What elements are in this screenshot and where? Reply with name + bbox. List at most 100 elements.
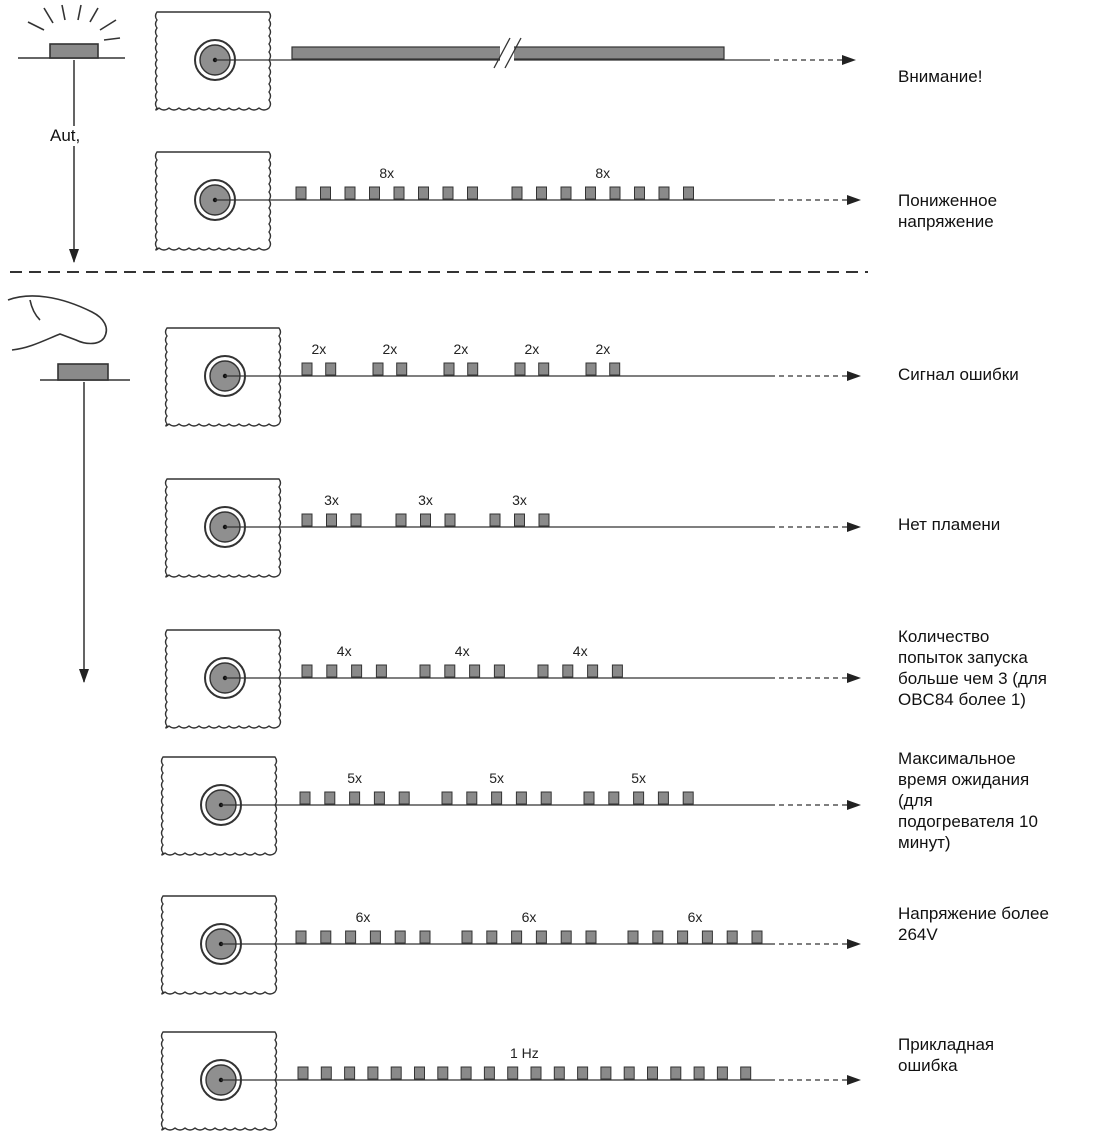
blink-pulse (390, 1066, 402, 1080)
blink-pulse (467, 362, 479, 376)
lamp-rays-icon (18, 4, 125, 59)
blink-pulse (670, 1066, 682, 1080)
blink-pulse (683, 186, 694, 200)
blink-pulse (326, 513, 337, 527)
description-line: Внимание! (898, 67, 983, 86)
blink-pulse (540, 791, 552, 805)
blink-pulse (344, 186, 356, 200)
blink-pulse (740, 1066, 752, 1080)
blink-pulse (658, 186, 670, 200)
code-row (154, 11, 856, 111)
blink-pulse (351, 664, 363, 678)
blink-pulse (583, 791, 595, 805)
blink-pulse (486, 930, 498, 944)
blink-pulse (344, 1066, 356, 1080)
blink-count-label: 2x (382, 341, 397, 357)
blink-pulse (634, 186, 645, 200)
blink-pulse (511, 186, 523, 200)
blink-pulse (623, 1066, 635, 1080)
blink-pulse (349, 791, 361, 805)
blink-count-label: 5x (631, 770, 646, 786)
blink-count-label: 4x (455, 643, 470, 659)
blink-pulse (538, 362, 550, 376)
blink-pulse (443, 362, 455, 376)
blink-pulse (420, 513, 431, 527)
description-line: Нет пламени (898, 515, 1001, 534)
blink-count-label: 5x (347, 770, 362, 786)
blink-pulse (419, 664, 431, 678)
blink-pulse (373, 791, 385, 805)
blink-count-label: 8x (595, 165, 610, 181)
blink-pulse (301, 362, 313, 376)
blink-count-label: 3x (418, 492, 433, 508)
description-line: напряжение (898, 212, 994, 231)
code-row: 5x 5x 5x (160, 756, 861, 856)
blink-pulse (398, 791, 410, 805)
blink-pulse (345, 930, 357, 944)
blink-count-label: 2x (453, 341, 468, 357)
description-line: минут) (898, 833, 951, 852)
break-mark (493, 37, 511, 69)
code-description: Пониженное напряжение (898, 190, 1098, 232)
blink-count-label: 4x (573, 643, 588, 659)
blink-pulse (372, 362, 384, 376)
blink-count-label: 3x (512, 492, 527, 508)
blink-pulse (395, 513, 407, 527)
blink-pulse (693, 1066, 705, 1080)
blink-pulse (535, 930, 547, 944)
blink-count-label: 5x (489, 770, 504, 786)
description-line: (для (898, 791, 933, 810)
blink-pulse (514, 513, 525, 527)
blink-pulse (608, 791, 620, 805)
blink-pulse (726, 930, 738, 944)
blink-pulse (467, 186, 478, 200)
description-line: Максимальное (898, 749, 1016, 768)
blink-pulse (611, 664, 623, 678)
description-line: Сигнал ошибки (898, 365, 1019, 384)
blink-pulse (442, 186, 454, 200)
blink-pulse (537, 664, 549, 678)
blink-pulse (536, 186, 547, 200)
blink-pulse (647, 1066, 658, 1080)
blink-pulse (489, 513, 501, 527)
blink-pulse (716, 1066, 728, 1080)
blink-pulse (577, 1066, 589, 1080)
blink-pulse (375, 664, 387, 678)
blink-pulse (562, 664, 574, 678)
break-gap (500, 40, 514, 66)
blink-pulse (514, 362, 526, 376)
auto-label: Aut, (50, 126, 80, 145)
blink-pulse (444, 664, 456, 678)
blink-pulse (657, 791, 669, 805)
description-line: попыток запуска (898, 648, 1028, 667)
blink-pulse (325, 362, 337, 376)
blink-pulse (393, 186, 405, 200)
blink-pulse (419, 930, 431, 944)
blink-pulse (560, 186, 572, 200)
description-line: Пониженное (898, 191, 998, 210)
description-line: ошибка (898, 1056, 958, 1075)
blink-pulse (301, 513, 313, 527)
blink-pulse (394, 930, 406, 944)
blink-pulse (295, 186, 307, 200)
blink-pulse (493, 664, 505, 678)
blink-pulse (437, 1066, 449, 1080)
code-description: Внимание! (898, 66, 1098, 87)
blink-pulse (396, 362, 408, 376)
blink-pulse (491, 791, 503, 805)
blink-pulse (633, 791, 645, 805)
blink-pulse (530, 1066, 542, 1080)
blink-pulse (299, 791, 311, 805)
blink-pulse (515, 791, 527, 805)
blink-pulse (585, 930, 597, 944)
blink-pulse (560, 930, 572, 944)
description-line: подогревателя 10 (898, 812, 1038, 831)
description-line: OBC84 более 1) (898, 690, 1026, 709)
